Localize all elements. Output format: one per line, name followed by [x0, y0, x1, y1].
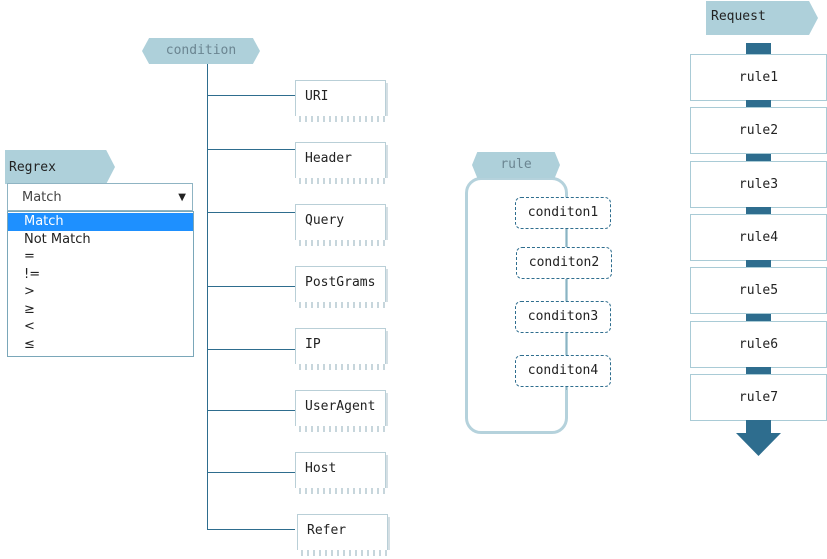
condition-item[interactable]: IP — [295, 328, 389, 370]
flow-connector — [746, 207, 771, 214]
regrex-option[interactable]: > — [24, 284, 35, 299]
condition-item[interactable]: Host — [295, 452, 389, 494]
request-title: Request — [706, 1, 818, 35]
condition-item-label: Host — [305, 461, 337, 476]
regrex-option[interactable]: = — [24, 249, 35, 264]
condition-title: condition — [142, 38, 260, 64]
condition-item[interactable]: PostGrams — [295, 266, 389, 308]
rule-box[interactable]: rule7 — [690, 374, 827, 421]
request-connector-top — [746, 43, 771, 54]
flow-connector — [746, 154, 771, 161]
condition-item-label: Header — [305, 151, 352, 166]
chevron-down-icon: ▼ — [178, 192, 186, 203]
flow-connector — [746, 314, 771, 321]
regrex-option[interactable]: Not Match — [24, 231, 91, 247]
condition-item-label: IP — [305, 337, 321, 352]
condition-item[interactable]: Refer — [297, 514, 391, 556]
condition-item[interactable]: URI — [295, 80, 389, 122]
paper-edge — [295, 364, 389, 370]
regrex-selected-value: Match — [22, 190, 62, 205]
rule-box[interactable]: rule3 — [690, 161, 827, 208]
condition-item[interactable]: Query — [295, 204, 389, 246]
regrex-select[interactable]: Match ▼ — [7, 183, 193, 211]
regrex-option[interactable]: ≥ — [24, 301, 35, 317]
tree-branch — [207, 349, 295, 350]
regrex-option[interactable]: != — [24, 266, 41, 282]
tree-branch — [207, 529, 295, 530]
paper-edge — [295, 240, 389, 246]
flow-arrow-shaft — [746, 420, 771, 434]
condition-item-label: Refer — [307, 523, 347, 538]
paper-edge — [295, 426, 389, 432]
condition-item-label: Query — [305, 213, 345, 228]
rule-box[interactable]: rule6 — [690, 321, 827, 368]
rule-condition[interactable]: conditon1 — [515, 197, 611, 229]
tree-branch — [207, 212, 295, 213]
rule-condition[interactable]: conditon2 — [516, 247, 612, 279]
rule-title: rule — [472, 152, 560, 178]
regrex-label: Regrex — [5, 150, 115, 184]
condition-item-label: PostGrams — [305, 275, 376, 290]
paper-edge — [295, 488, 389, 494]
paper-edge — [295, 302, 389, 308]
rule-condition[interactable]: conditon4 — [515, 355, 611, 387]
condition-item-label: URI — [305, 89, 329, 104]
down-arrow-icon — [736, 433, 781, 456]
rule-box[interactable]: rule4 — [690, 214, 827, 261]
tree-branch — [207, 286, 295, 287]
regrex-option[interactable]: < — [24, 319, 35, 334]
rule-condition[interactable]: conditon3 — [515, 301, 611, 333]
rule-box[interactable]: rule1 — [690, 54, 827, 101]
regrex-option[interactable]: Match — [8, 213, 193, 231]
tree-trunk — [207, 64, 208, 530]
condition-item-label: UserAgent — [305, 399, 376, 414]
tree-branch — [207, 410, 295, 411]
tree-branch — [207, 95, 295, 96]
regrex-option[interactable]: ≤ — [24, 336, 35, 352]
condition-item[interactable]: Header — [295, 142, 389, 184]
paper-edge — [297, 550, 391, 556]
flow-connector — [746, 260, 771, 267]
flow-connector — [746, 100, 771, 107]
paper-edge — [295, 116, 389, 122]
tree-branch — [207, 472, 295, 473]
flow-connector — [746, 367, 771, 374]
paper-edge — [295, 178, 389, 184]
tree-branch — [207, 149, 295, 150]
rule-box[interactable]: rule5 — [690, 267, 827, 314]
rule-connector-line — [566, 200, 567, 390]
condition-item[interactable]: UserAgent — [295, 390, 389, 432]
rule-box[interactable]: rule2 — [690, 107, 827, 154]
